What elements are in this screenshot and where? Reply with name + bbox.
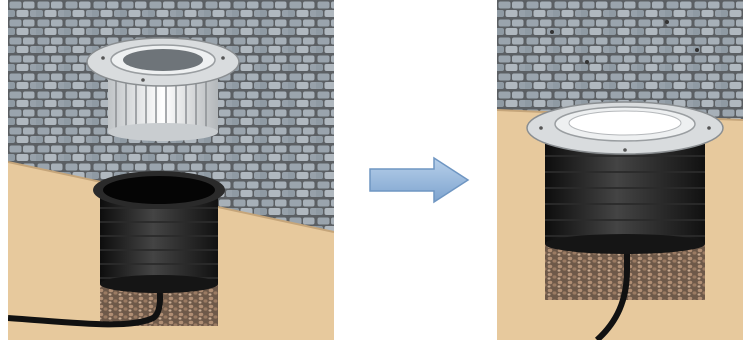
mounting-housing bbox=[93, 171, 225, 293]
panel-before bbox=[8, 0, 334, 340]
mounting-housing bbox=[545, 138, 705, 254]
arrow-right-icon bbox=[368, 156, 472, 204]
panel-after bbox=[497, 0, 743, 340]
step-arrow bbox=[368, 156, 472, 204]
after-illustration bbox=[497, 0, 743, 340]
light-fixture bbox=[87, 38, 239, 141]
light-fixture bbox=[527, 102, 723, 154]
before-illustration bbox=[8, 0, 334, 340]
